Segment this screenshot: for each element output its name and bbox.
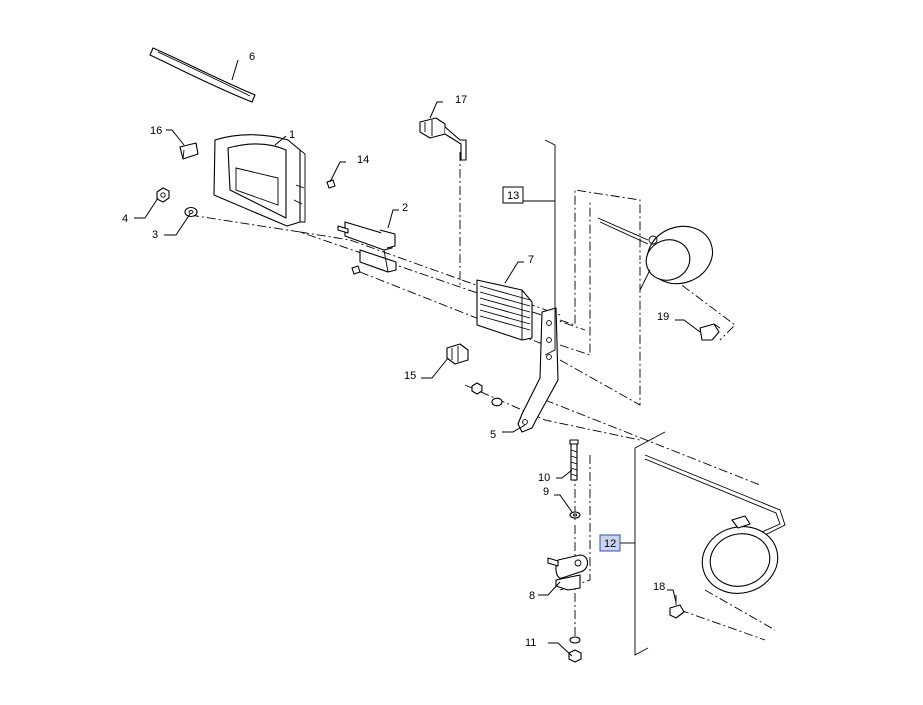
- callout-10: 10: [538, 472, 550, 484]
- bulb: [699, 323, 721, 341]
- callout-11: 11: [525, 637, 536, 649]
- plug-connector: [446, 343, 469, 365]
- washer: [184, 206, 198, 218]
- lower-nut: [568, 636, 582, 663]
- work-lamp-lower: [644, 454, 786, 594]
- callout-12-box[interactable]: 12: [599, 534, 621, 552]
- callout-2: 2: [402, 202, 408, 214]
- callout-9: 9: [543, 486, 549, 498]
- callout-7: 7: [528, 254, 534, 266]
- support-arm: [517, 307, 559, 433]
- callout-5: 5: [490, 429, 496, 441]
- callout-8: 8: [529, 590, 535, 602]
- callout-3: 3: [152, 229, 158, 241]
- work-lamp-upper: [597, 217, 714, 291]
- screw-top: [326, 179, 336, 189]
- callout-12: 12: [604, 538, 616, 550]
- callout-15: 15: [404, 370, 416, 382]
- callout-labels: 6 16 1 4 3 14 2 17 7 15 5 19 10 9 8 11 1…: [122, 51, 669, 649]
- clip: [179, 142, 199, 160]
- hex-nut: [156, 187, 170, 203]
- nut-and-washer-lower: [471, 382, 503, 407]
- callout-17: 17: [455, 94, 467, 106]
- callout-19: 19: [657, 311, 669, 323]
- ballast-unit: [476, 279, 533, 341]
- callout-13: 13: [507, 190, 519, 202]
- small-washer: [569, 511, 581, 519]
- assembly-bracket-12: [620, 431, 666, 656]
- callout-1: 1: [289, 129, 295, 141]
- callout-13-box: 13: [502, 186, 524, 204]
- assembly-lines: [189, 152, 776, 641]
- callout-14: 14: [357, 154, 369, 166]
- lamp-housing: [213, 134, 306, 227]
- assembly-bracket-13: [523, 139, 556, 356]
- leader-lines: [134, 59, 701, 657]
- bolt: [569, 439, 579, 481]
- callout-18: 18: [653, 581, 665, 593]
- cable-connector: [419, 117, 467, 161]
- u-clamp: [547, 554, 589, 591]
- trim-strip: [149, 47, 256, 103]
- callout-6: 6: [249, 51, 255, 63]
- mounting-bracket: [337, 221, 397, 275]
- bulb-lower: [669, 595, 685, 619]
- callout-16: 16: [150, 125, 162, 137]
- callout-4: 4: [122, 213, 128, 225]
